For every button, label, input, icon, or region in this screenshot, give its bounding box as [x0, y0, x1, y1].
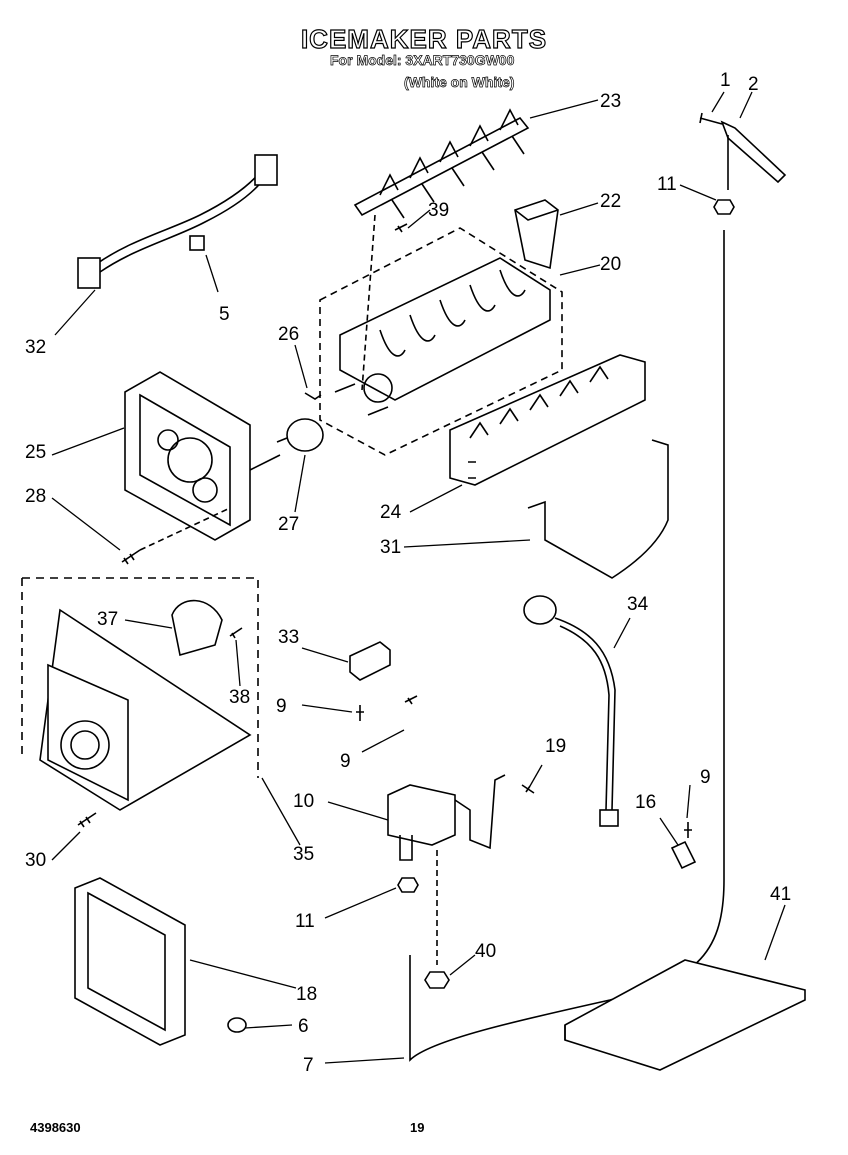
callout-2: 2	[748, 74, 759, 95]
callout-26: 26	[278, 324, 299, 345]
part-5-clip	[189, 235, 205, 251]
part-10-water-valve	[387, 774, 506, 861]
part-22-bin	[514, 199, 559, 270]
part-23-ejector	[353, 108, 530, 219]
callout-41: 41	[770, 884, 791, 905]
callout-labels: 1 2 11 23 22 20 39 5 32 26 25 28 27 24 3…	[25, 70, 791, 1076]
callout-34: 34	[627, 594, 649, 615]
part-19-screw	[521, 784, 535, 794]
callout-1: 1	[720, 70, 731, 91]
part-38-screw	[229, 627, 243, 639]
callout-32: 32	[25, 337, 46, 358]
callout-19: 19	[545, 736, 566, 757]
callout-23: 23	[600, 91, 621, 112]
callout-20: 20	[600, 254, 621, 275]
callout-37: 37	[97, 609, 118, 630]
part-35-assembly-box	[21, 577, 259, 811]
callout-5: 5	[219, 304, 230, 325]
part-32-wire-harness	[77, 154, 278, 289]
callout-11-lower: 11	[295, 911, 315, 932]
part-27-motor	[276, 418, 324, 452]
part-25-control-housing	[124, 371, 281, 541]
page-title: ICEMAKER PARTS	[300, 23, 548, 54]
callout-30: 30	[25, 850, 46, 871]
callout-27: 27	[278, 514, 299, 535]
part-2-fill-cup	[720, 120, 787, 190]
callout-28: 28	[25, 486, 46, 507]
part-24-shield	[449, 354, 646, 486]
leader-lines	[51, 91, 786, 1064]
diagram-drawing	[21, 91, 806, 1071]
part-39-screw	[361, 214, 408, 391]
callout-24: 24	[380, 502, 402, 523]
part-1-screw	[699, 112, 723, 125]
part-28-screw	[121, 507, 231, 565]
callout-35: 35	[293, 844, 314, 865]
callout-33: 33	[278, 627, 299, 648]
callout-7: 7	[303, 1055, 314, 1076]
doc-number: 4398630	[30, 1120, 81, 1135]
callout-38: 38	[229, 687, 250, 708]
part-30-screw	[77, 812, 97, 828]
part-11-nut	[397, 199, 735, 893]
part-33-bracket	[349, 641, 391, 681]
callout-18: 18	[296, 984, 317, 1005]
part-16-clamp	[670, 840, 697, 870]
callout-39: 39	[428, 200, 449, 221]
callout-9-lower: 9	[340, 751, 351, 772]
callout-10: 10	[293, 791, 314, 812]
callout-11-top: 11	[657, 174, 677, 195]
callout-22: 22	[600, 191, 621, 212]
callout-31: 31	[380, 537, 401, 558]
callout-25: 25	[25, 442, 46, 463]
variant-line: (White on White)	[404, 74, 515, 91]
callout-16: 16	[635, 792, 656, 813]
part-37-motor	[171, 599, 223, 657]
callout-6: 6	[298, 1016, 309, 1037]
part-31-shutoff-arm	[527, 439, 669, 579]
page-number: 19	[410, 1120, 425, 1135]
part-18-cover	[74, 877, 186, 1046]
part-9-screws	[356, 695, 692, 838]
callout-9-left: 9	[276, 696, 287, 717]
part-26-pin	[304, 392, 322, 400]
part-34-fill-tube	[523, 595, 619, 827]
part-41-cover	[564, 959, 806, 1071]
callout-9-right: 9	[700, 767, 711, 788]
part-6-plug	[227, 1017, 247, 1033]
callout-40: 40	[475, 941, 496, 962]
model-line: For Model: 3XART730GW00	[330, 52, 515, 69]
part-20-mold	[319, 227, 563, 456]
part-40-nut	[424, 850, 450, 989]
